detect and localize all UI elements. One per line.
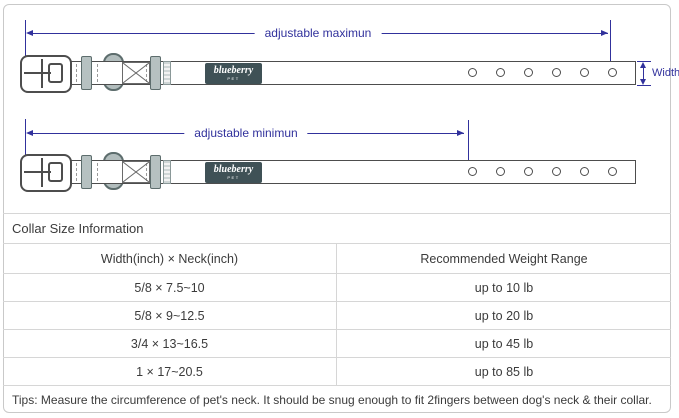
buckle-prong: [24, 171, 51, 173]
stitch-line: [97, 163, 98, 181]
arrowhead-left-icon: [26, 130, 33, 136]
weight-cell: up to 10 lb: [474, 280, 534, 295]
arrowhead-right-icon: [457, 130, 464, 136]
brand-logo: blueberry: [213, 164, 254, 175]
extension-line-right: [468, 120, 469, 177]
adjustment-hole: [468, 68, 477, 77]
size-cell: 3/4 × 13~16.5: [3, 330, 337, 357]
size-cell: 5/8 × 9~12.5: [3, 302, 337, 329]
brand-logo-sub: PET: [227, 76, 240, 81]
woven-tag: [163, 61, 171, 85]
width-label: Width: [652, 67, 679, 79]
weight-column-header: Recommended Weight Range: [420, 251, 588, 266]
width-arrow-line: [643, 64, 644, 82]
arrowhead-up-icon: [640, 62, 646, 68]
adjustment-hole: [496, 167, 505, 176]
tips-text: Tips: Measure the circumference of pet's…: [12, 393, 652, 407]
width-tick-top: [637, 61, 651, 62]
arrowhead-left-icon: [26, 30, 33, 36]
adjustment-hole: [496, 68, 505, 77]
size-cell: 1 × 17~20.5: [3, 358, 337, 385]
extension-line-right: [610, 20, 611, 84]
arrowhead-right-icon: [601, 30, 608, 36]
size-cell: 5/8 × 7.5~10: [3, 274, 337, 301]
buckle-prong: [24, 72, 51, 74]
brand-patch: blueberry PET: [205, 63, 262, 84]
x-stitch-icon: [122, 161, 150, 183]
table-row: 3/4 × 13~16.5 up to 45 lb: [3, 330, 671, 358]
extension-line-left: [25, 20, 26, 58]
brand-logo: blueberry: [213, 65, 254, 76]
adjustment-hole: [468, 167, 477, 176]
keeper-loop: [81, 56, 92, 90]
adjustment-hole: [552, 167, 561, 176]
stitch-line: [146, 64, 147, 82]
adjustment-hole: [580, 167, 589, 176]
collar-size-table: Collar Size Information Width(inch) × Ne…: [3, 213, 671, 416]
table-row: 5/8 × 7.5~10 up to 10 lb: [3, 274, 671, 302]
buckle-bar: [41, 158, 43, 187]
adjustment-hole: [552, 68, 561, 77]
table-title: Collar Size Information: [3, 214, 671, 244]
box-stitch: [122, 161, 150, 183]
arrowhead-down-icon: [640, 79, 646, 85]
buckle-bar: [41, 59, 43, 88]
table-header-row: Width(inch) × Neck(inch) Recommended Wei…: [3, 244, 671, 274]
extension-line-left: [25, 119, 26, 157]
stitch-line: [76, 64, 77, 82]
keeper-loop: [150, 56, 161, 90]
adjustment-hole: [608, 167, 617, 176]
buckle: [20, 55, 72, 93]
table-row: 1 × 17~20.5 up to 85 lb: [3, 358, 671, 386]
box-stitch: [122, 62, 150, 84]
adjustment-hole: [524, 167, 533, 176]
weight-cell: up to 20 lb: [474, 308, 534, 323]
brand-patch: blueberry PET: [205, 162, 262, 183]
weight-cell: up to 45 lb: [474, 336, 534, 351]
brand-logo-sub: PET: [227, 175, 240, 180]
stitch-line: [76, 163, 77, 181]
keeper-loop: [81, 155, 92, 189]
keeper-loop: [150, 155, 161, 189]
x-stitch-icon: [122, 62, 150, 84]
table-row: 5/8 × 9~12.5 up to 20 lb: [3, 302, 671, 330]
adjustable-minimum-label: adjustable minimun: [184, 126, 308, 140]
adjustable-maximum-label: adjustable maximun: [254, 26, 382, 40]
stitch-line: [146, 163, 147, 181]
width-tick-bottom: [637, 85, 651, 86]
adjustment-hole: [608, 68, 617, 77]
buckle: [20, 154, 72, 192]
woven-tag: [163, 160, 171, 184]
adjustment-hole: [580, 68, 589, 77]
stitch-line: [97, 64, 98, 82]
outer-frame: [3, 4, 671, 413]
weight-cell: up to 85 lb: [474, 364, 534, 379]
size-column-header: Width(inch) × Neck(inch): [3, 244, 337, 273]
adjustment-hole: [524, 68, 533, 77]
